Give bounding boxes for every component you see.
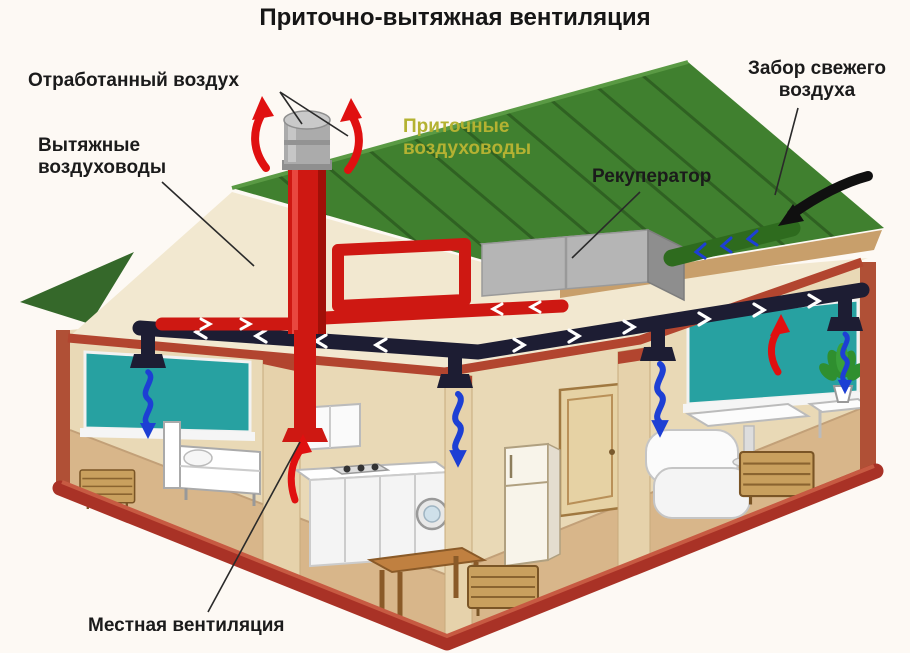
fresh-air-arrow-icon xyxy=(778,171,873,226)
roof-left-corner xyxy=(20,252,134,324)
outer-wall-left xyxy=(56,330,70,490)
exhaust-duct-red xyxy=(155,166,569,442)
kitchen-hood-duct xyxy=(294,330,316,430)
pointer-lines xyxy=(161,91,799,613)
supply-airflow-chevrons-icon xyxy=(192,293,823,353)
exhaust-air-arrows-icon xyxy=(251,96,363,174)
recuperator-label: Рекуператор xyxy=(592,166,712,187)
recuperator-unit xyxy=(479,228,687,302)
local-ventilation-label: Местная вентиляция xyxy=(88,615,285,636)
exhaust-air-label: Отработанный воздух xyxy=(28,70,240,91)
fresh-airflow-chevrons-icon xyxy=(693,229,759,260)
armchair xyxy=(645,429,751,519)
outer-wall-right xyxy=(860,262,876,474)
supply-duct-dark xyxy=(130,282,870,388)
kitchen-counter xyxy=(293,460,453,568)
fresh-air-duct xyxy=(663,219,801,267)
exhaust-airflow-chevrons-icon xyxy=(199,300,542,331)
diagram-title: Приточно-вытяжная вентиляция xyxy=(259,4,651,31)
bed xyxy=(163,421,261,506)
fresh-air-label: Забор свежего воздуха xyxy=(747,58,887,102)
interior-door xyxy=(558,382,622,518)
washing-machine xyxy=(415,497,449,531)
foundation-base xyxy=(52,463,884,651)
supply-ducts-label: Приточные воздуховоды xyxy=(403,116,532,160)
room-exhaust-arrow-icon xyxy=(287,314,790,504)
exhaust-ducts-label: Вытяжные воздуховоды xyxy=(38,135,167,179)
refrigerator xyxy=(504,442,561,568)
